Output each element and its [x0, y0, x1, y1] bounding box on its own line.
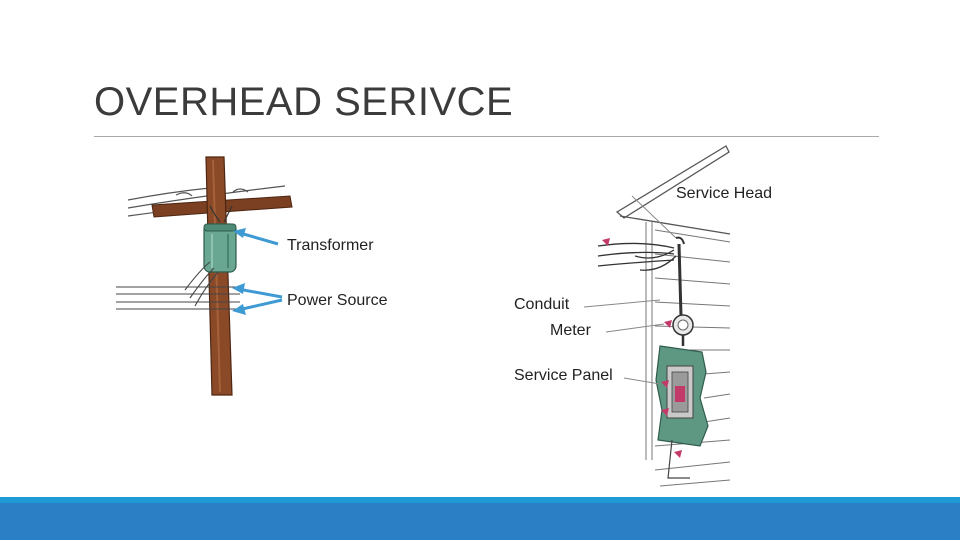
label-conduit: Conduit: [514, 296, 570, 313]
slide-title: OVERHEAD SERIVCE: [94, 80, 514, 124]
label-transformer: Transformer: [287, 237, 374, 254]
label-service-panel: Service Panel: [514, 367, 613, 384]
house-service-illustration: [597, 145, 731, 487]
transformer-arrow: [233, 228, 279, 246]
label-power-source: Power Source: [287, 292, 388, 309]
label-service-head: Service Head: [676, 185, 773, 202]
footer-bar: [0, 503, 960, 540]
power-source-arrows: [232, 283, 283, 315]
footer-accent-bar: [0, 497, 960, 503]
label-meter: Meter: [550, 322, 591, 339]
utility-pole-illustration: [116, 156, 293, 396]
title-divider: [94, 136, 879, 137]
label-leader-lines: [583, 195, 677, 385]
